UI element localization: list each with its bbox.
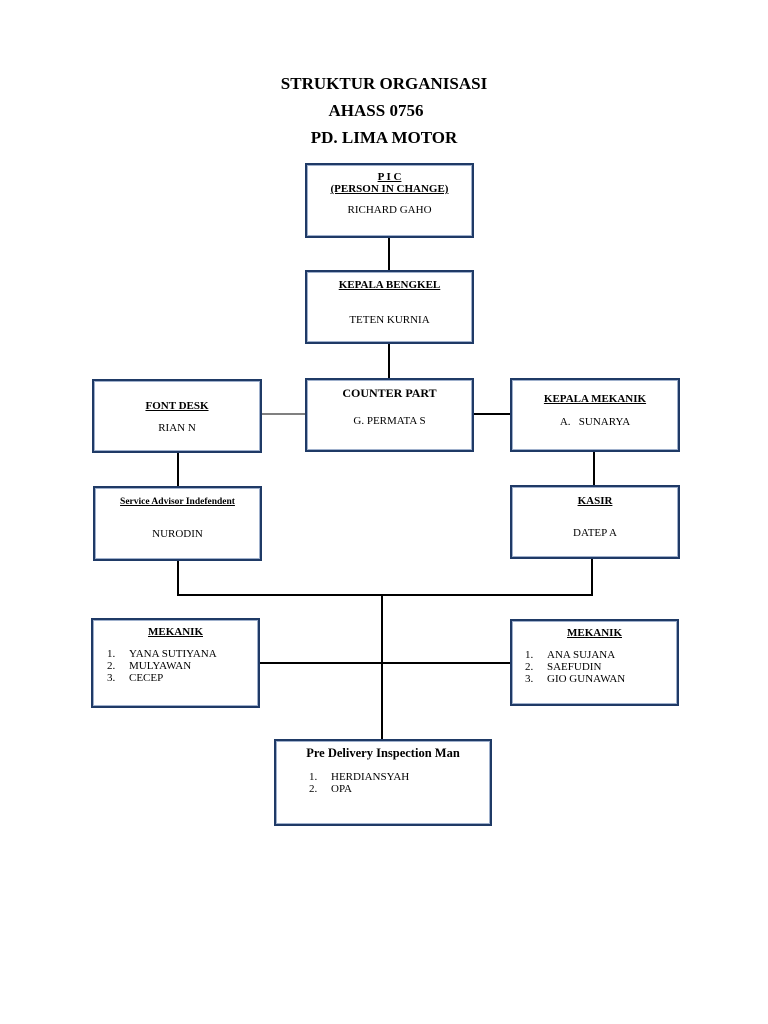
counter-part-title: COUNTER PART (342, 386, 437, 400)
service-advisor-title: Service Advisor Indefendent (120, 497, 235, 507)
title-line-2: AHASS 0756 (328, 101, 424, 120)
list-item: 3.GIO GUNAWAN (525, 673, 626, 685)
font-desk-name: RIAN N (158, 422, 196, 434)
pdi-list: 1.HERDIANSYAH 2.OPA (309, 771, 490, 795)
kepala-mekanik-title: KEPALA MEKANIK (543, 393, 647, 405)
kepala-bengkel-title: KEPALA BENGKEL (338, 279, 441, 291)
kasir-title: KASIR (577, 495, 613, 507)
mekanik-right-title: MEKANIK (567, 627, 622, 639)
title-line-1: STRUKTUR ORGANISASI (280, 74, 488, 93)
counter-part-name: G. PERMATA S (353, 415, 426, 427)
pic-name: RICHARD GAHO (347, 204, 432, 216)
pic-box: P I C (PERSON IN CHANGE) RICHARD GAHO (305, 163, 474, 238)
mekanik-left-box: MEKANIK 1.YANA SUTIYANA 2.MULYAWAN 3.CEC… (91, 618, 260, 708)
list-item: 2.MULYAWAN (107, 660, 192, 672)
list-item: 2.SAEFUDIN (525, 661, 602, 673)
kasir-box: KASIR DATEP A (510, 485, 680, 559)
mekanik-left-title: MEKANIK (148, 626, 203, 638)
mekanik-right-list: 1.ANA SUJANA 2.SAEFUDIN 3.GIO GUNAWAN (525, 649, 677, 685)
counter-part-box: COUNTER PART G. PERMATA S (305, 378, 474, 452)
font-desk-box: FONT DESK RIAN N (92, 379, 262, 453)
pdi-box: Pre Delivery Inspection Man 1.HERDIANSYA… (274, 739, 492, 826)
list-item: 2.OPA (309, 783, 352, 795)
kepala-mekanik-name: A. SUNARYA (559, 416, 631, 428)
title-line-3: PD. LIMA MOTOR (310, 128, 458, 147)
list-item: 1.HERDIANSYAH (309, 771, 410, 783)
list-item: 1.YANA SUTIYANA (107, 648, 217, 660)
font-desk-title: FONT DESK (145, 400, 209, 412)
chart-title: STRUKTUR ORGANISASI AHASS 0756 PD. LIMA … (0, 70, 768, 151)
pic-subtitle: (PERSON IN CHANGE) (330, 183, 449, 195)
pic-title: P I C (377, 171, 402, 183)
service-advisor-box: Service Advisor Indefendent NURODIN (93, 486, 262, 561)
list-item: 1.ANA SUJANA (525, 649, 616, 661)
line-bottom-branch (177, 557, 593, 596)
mekanik-left-list: 1.YANA SUTIYANA 2.MULYAWAN 3.CECEP (107, 648, 258, 684)
kasir-name: DATEP A (573, 527, 617, 539)
kepala-bengkel-box: KEPALA BENGKEL TETEN KURNIA (305, 270, 474, 344)
pdi-title: Pre Delivery Inspection Man (306, 746, 460, 760)
kepala-bengkel-name: TETEN KURNIA (349, 314, 430, 326)
service-advisor-name: NURODIN (152, 528, 203, 540)
mekanik-right-box: MEKANIK 1.ANA SUJANA 2.SAEFUDIN 3.GIO GU… (510, 619, 679, 706)
list-item: 3.CECEP (107, 672, 164, 684)
kepala-mekanik-box: KEPALA MEKANIK A. SUNARYA (510, 378, 680, 452)
